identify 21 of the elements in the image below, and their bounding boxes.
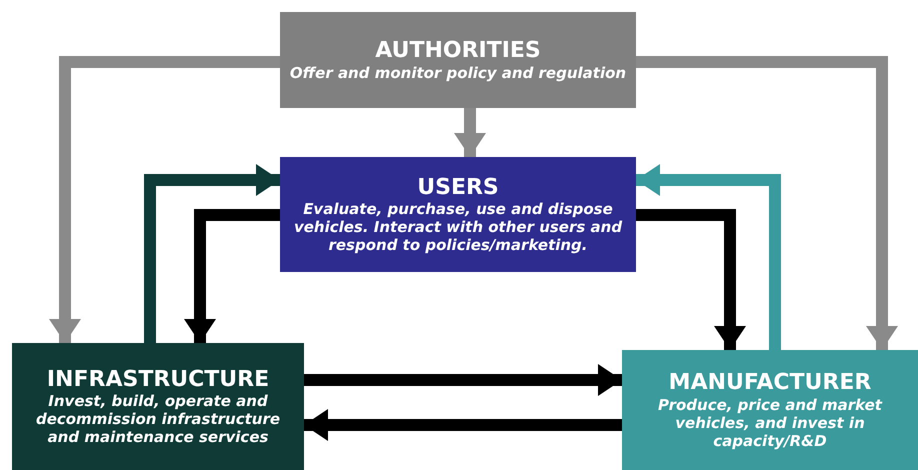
arrow [304, 364, 622, 396]
arrow [636, 164, 781, 350]
node-heading: INFRASTRUCTURE [46, 366, 270, 392]
process-box [622, 350, 918, 470]
node-description: Evaluate, purchase, use and dispose vehicles. Interact with other users and respond to policies/marketing. [292, 200, 624, 254]
node-heading: USERS [416, 174, 500, 200]
process-box [280, 157, 636, 272]
arrow [49, 56, 280, 343]
node-description: Offer and monitor policy and regulation [288, 64, 628, 82]
node-description: Invest, build, operate and decommission infrastructure and maintenance services [34, 392, 282, 446]
arrow [144, 164, 280, 343]
arrow [454, 108, 486, 157]
arrow [636, 209, 746, 350]
node-heading: AUTHORITIES [374, 38, 542, 64]
node-description: Produce, price and market vehicles, and invest in capacity/R&D [657, 396, 884, 450]
process-box [12, 343, 304, 470]
arrow [304, 409, 622, 441]
node-heading: MANUFACTURER [668, 370, 872, 396]
arrow [636, 56, 898, 350]
process-box [280, 12, 636, 108]
arrow [184, 209, 280, 343]
